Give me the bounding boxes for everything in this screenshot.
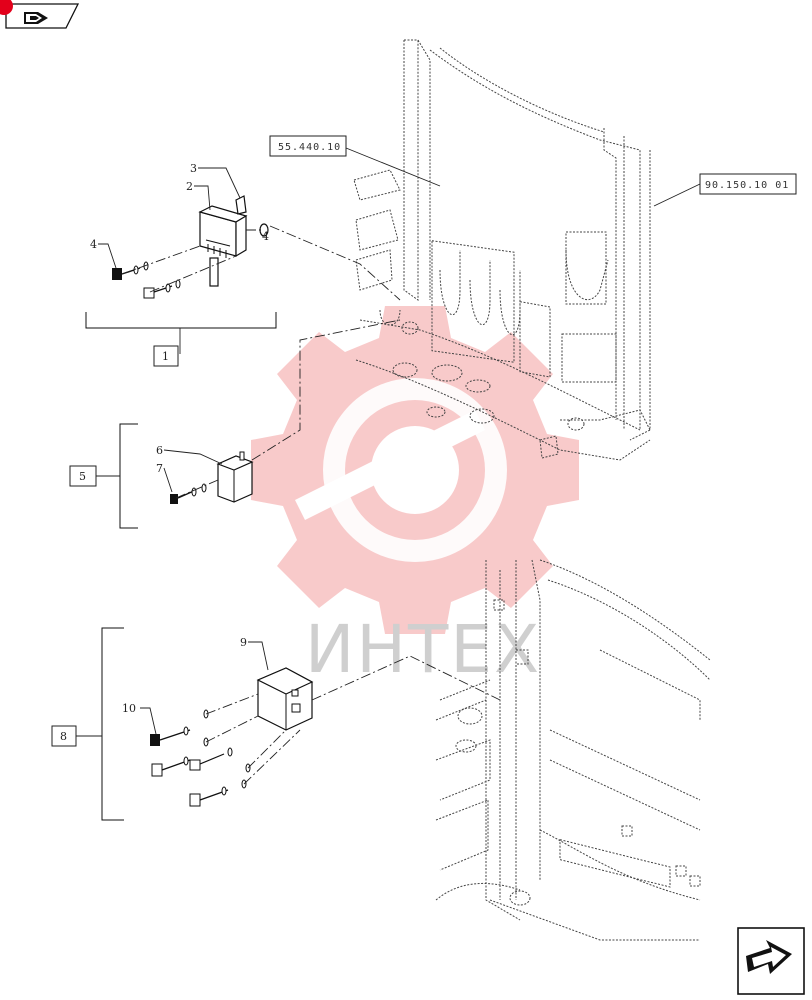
part-bracket-3 <box>235 195 247 215</box>
next-page-button[interactable] <box>737 927 805 995</box>
lower-frame-assembly <box>435 559 711 941</box>
part-screw-4b <box>143 279 181 299</box>
callout-7: 7 <box>156 462 163 475</box>
reference-box-90-150-10-01[interactable]: 90.150.10 01 <box>699 173 797 195</box>
part-relay-6 <box>216 451 254 503</box>
callout-3: 3 <box>190 162 197 175</box>
watermark-logo <box>251 306 579 634</box>
callout-2: 2 <box>186 180 193 193</box>
group-label-8[interactable]: 8 <box>51 725 77 747</box>
part-control-unit-9 <box>256 667 314 731</box>
group-label-5[interactable]: 5 <box>69 465 97 487</box>
svg-text:5: 5 <box>79 470 86 483</box>
callout-6: 6 <box>156 444 163 457</box>
callout-4b: 4 <box>262 230 269 243</box>
part-screws-10 <box>150 709 251 807</box>
group-label-1[interactable]: 1 <box>153 345 179 367</box>
corner-badge <box>0 0 13 15</box>
svg-text:1: 1 <box>162 350 169 363</box>
book-arrow-icon <box>24 12 48 24</box>
part-module-2 <box>198 205 248 287</box>
callout-9: 9 <box>240 636 247 649</box>
callout-4: 4 <box>90 238 97 251</box>
next-page-arrow-icon <box>746 940 792 974</box>
nav-tab[interactable] <box>5 3 80 29</box>
watermark-text: ИНТЕХ <box>305 611 541 688</box>
reference-text: 90.150.10 01 <box>705 180 789 191</box>
svg-text:8: 8 <box>60 730 67 743</box>
reference-box-55-440-10[interactable]: 55.440.10 <box>269 135 347 157</box>
reference-text: 55.440.10 <box>278 142 341 153</box>
callout-10: 10 <box>122 702 136 715</box>
